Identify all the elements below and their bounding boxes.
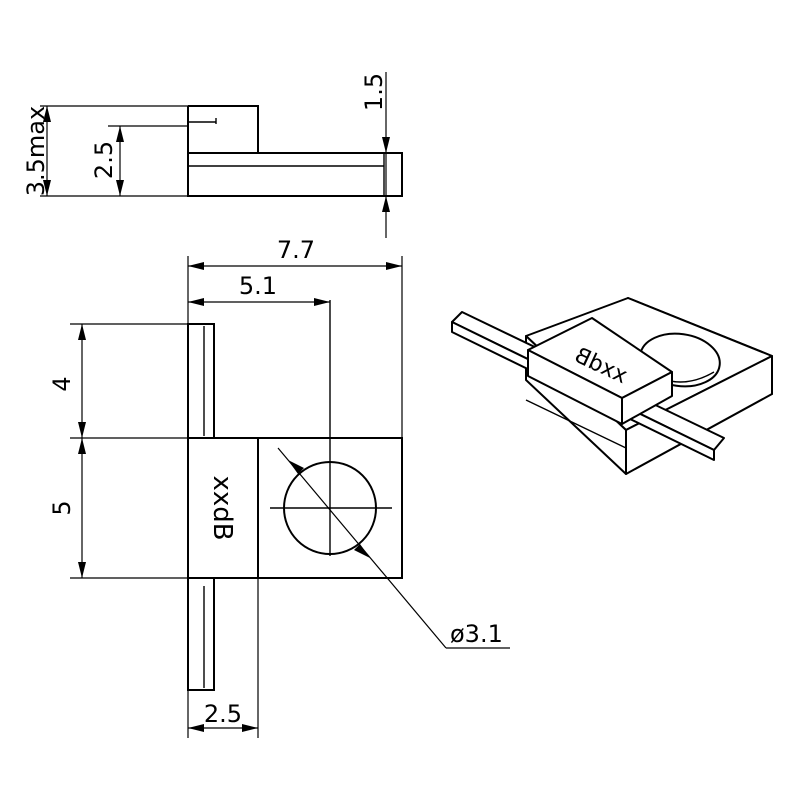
part-marking: xxdB <box>207 475 237 540</box>
dim-overall-width-label: 7.7 <box>277 236 315 264</box>
dim-body-length-label: 5 <box>48 500 76 515</box>
dim-body-height-label: 2.5 <box>90 141 118 179</box>
top-view-lower-lead <box>187 578 215 691</box>
side-view-upper-block <box>188 105 259 153</box>
top-view-upper-lead <box>187 323 215 438</box>
isometric-view: xxdB <box>451 297 773 475</box>
iso-base-side-face <box>625 355 773 475</box>
top-view: xxdB 7.7 5.1 4 5 2.5 <box>48 236 510 738</box>
side-view-body <box>187 106 403 197</box>
dim-hole-diameter-label: ø3.1 <box>450 620 503 648</box>
iso-top-block-side <box>621 371 673 425</box>
dim-height-max-label: 3.5max <box>22 106 50 196</box>
top-view-body <box>187 437 403 579</box>
dim-lead-length-label: 4 <box>48 376 76 391</box>
dim-hole-offset-label: 5.1 <box>239 272 277 300</box>
dim-lead-thickness-label: 1.5 <box>360 73 388 111</box>
dim-body-width-label: 2.5 <box>204 700 242 728</box>
side-view: 3.5max 2.5 1.5 <box>22 72 403 238</box>
